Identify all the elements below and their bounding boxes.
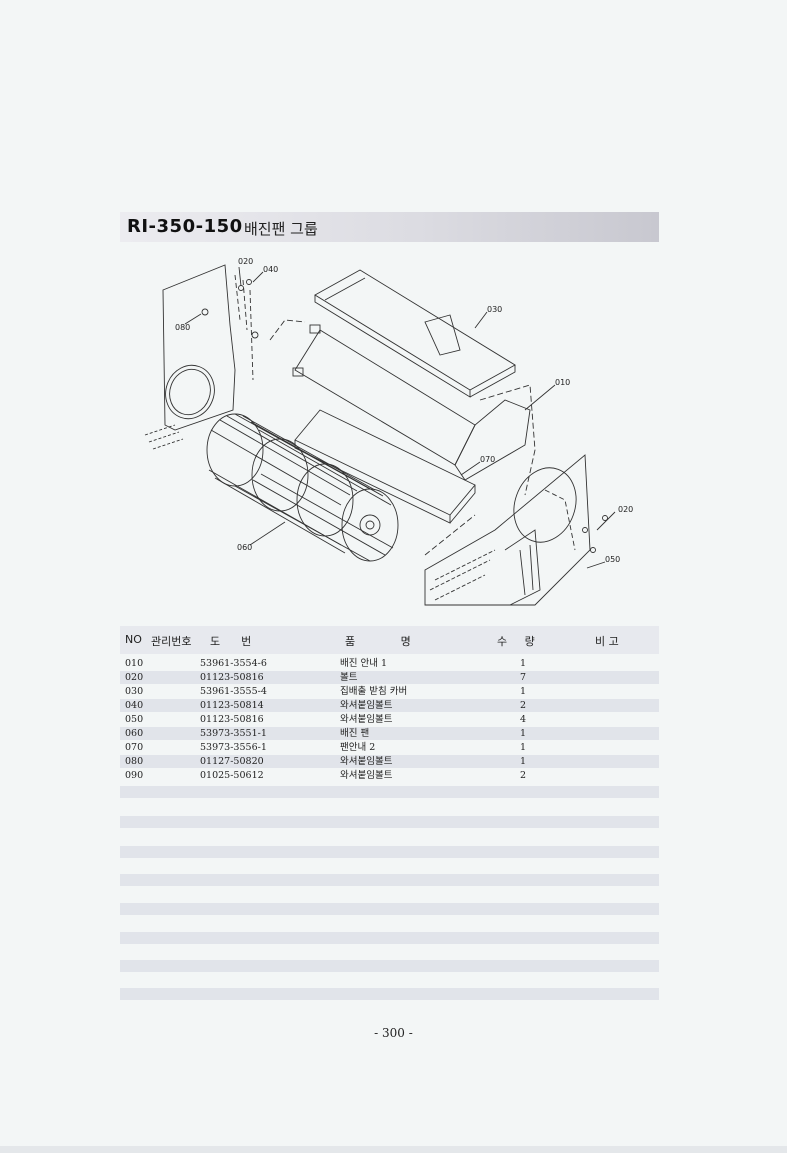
empty-row-stripe (120, 786, 659, 798)
scan-bottom-edge (0, 1146, 787, 1153)
cell-no: 090 (125, 770, 144, 781)
cell-name: 와셔붙임볼트 (340, 714, 393, 725)
cell-drawing: 01025-50612 (200, 770, 264, 781)
callout-060: 060 (237, 543, 252, 552)
cell-qty: 1 (520, 742, 527, 753)
empty-row-stripe (120, 932, 659, 944)
cell-name: 와셔붙임볼트 (340, 756, 393, 767)
empty-row-stripe (120, 816, 659, 828)
cell-no: 060 (125, 728, 144, 739)
left-plate-opening (165, 364, 215, 420)
exploded-parts-diagram: 020 040 080 030 010 070 060 020 050 (144, 257, 633, 606)
cell-qty: 2 (520, 700, 527, 711)
cell-no: 020 (125, 672, 144, 683)
right-plate-opening (513, 467, 577, 543)
cell-drawing: 53973-3556-1 (200, 742, 267, 753)
table-row: 090 01025-50612 와셔붙임볼트 2 (120, 769, 659, 782)
cell-drawing: 01127-50820 (200, 756, 264, 767)
cell-qty: 1 (520, 686, 527, 697)
table-row: 060 53973-3551-1 배진 팬 1 (120, 727, 659, 740)
cell-no: 040 (125, 700, 144, 711)
empty-row-stripe (120, 874, 659, 886)
cell-no: 050 (125, 714, 144, 725)
callout-050: 050 (605, 555, 620, 564)
cell-drawing: 01123-50816 (200, 672, 264, 683)
parts-table-header: NO 관리번호 도 번 품 명 수 량 비 고 (120, 626, 659, 654)
cell-no: 070 (125, 742, 144, 753)
callout-020-top: 020 (238, 257, 253, 266)
header-drawing-number: 도 번 (210, 635, 252, 648)
callout-020-right: 020 (618, 505, 633, 514)
top-cover-part (314, 269, 516, 391)
empty-row-stripe (120, 988, 659, 1000)
cell-name: 배진 팬 (340, 728, 370, 739)
left-side-plate (162, 264, 236, 431)
cell-no: 030 (125, 686, 144, 697)
empty-row-stripe (120, 960, 659, 972)
cell-drawing: 01123-50816 (200, 714, 264, 725)
table-row: 050 01123-50816 와셔붙임볼트 4 (120, 713, 659, 726)
cell-drawing: 53973-3551-1 (200, 728, 267, 739)
header-quantity: 수 량 (497, 635, 535, 648)
cell-drawing: 53961-3554-6 (200, 658, 267, 669)
table-row: 070 53973-3556-1 팬안내 2 1 (120, 741, 659, 754)
cell-name: 집배출 받침 카버 (340, 686, 408, 697)
header-mgmt-number: 관리번호 (151, 635, 192, 648)
header-remark: 비 고 (595, 635, 619, 648)
empty-row-stripe (120, 903, 659, 915)
group-name: 배진팬 그룹 (244, 220, 318, 238)
cell-qty: 4 (520, 714, 527, 725)
cell-drawing: 53961-3555-4 (200, 686, 267, 697)
table-row: 030 53961-3555-4 집배출 받침 카버 1 (120, 685, 659, 698)
fan-guide-plate (294, 329, 476, 466)
section-title-bar: RI-350-150 배진팬 그룹 (120, 212, 659, 242)
page-number: - 300 - (374, 1026, 413, 1040)
cell-no: 080 (125, 756, 144, 767)
cell-name: 팬안내 2 (340, 742, 376, 753)
table-row: 040 01123-50814 와셔붙임볼트 2 (120, 699, 659, 712)
callout-040: 040 (263, 265, 278, 274)
cell-qty: 1 (520, 728, 527, 739)
table-row: 010 53961-3554-6 배진 안내 1 1 (120, 657, 659, 670)
callout-070: 070 (480, 455, 495, 464)
header-part-name: 품 명 (345, 635, 411, 648)
cell-qty: 7 (520, 672, 527, 683)
cell-qty: 1 (520, 658, 527, 669)
cell-name: 와셔붙임볼트 (340, 700, 393, 711)
header-no: NO (125, 633, 142, 646)
cell-qty: 2 (520, 770, 527, 781)
callout-080: 080 (175, 323, 190, 332)
group-code: RI-350-150 (127, 216, 243, 237)
cell-name: 볼트 (340, 672, 358, 683)
blower-fan-part (206, 413, 399, 562)
callout-010: 010 (555, 378, 570, 387)
cell-drawing: 01123-50814 (200, 700, 264, 711)
empty-row-stripe (120, 846, 659, 858)
cell-name: 와셔붙임볼트 (340, 770, 393, 781)
callout-030: 030 (487, 305, 502, 314)
table-row: 020 01123-50816 볼트 7 (120, 671, 659, 684)
cell-name: 배진 안내 1 (340, 658, 388, 669)
cell-no: 010 (125, 658, 144, 669)
cell-qty: 1 (520, 756, 527, 767)
right-side-plate (424, 454, 591, 606)
table-row: 080 01127-50820 와셔붙임볼트 1 (120, 755, 659, 768)
